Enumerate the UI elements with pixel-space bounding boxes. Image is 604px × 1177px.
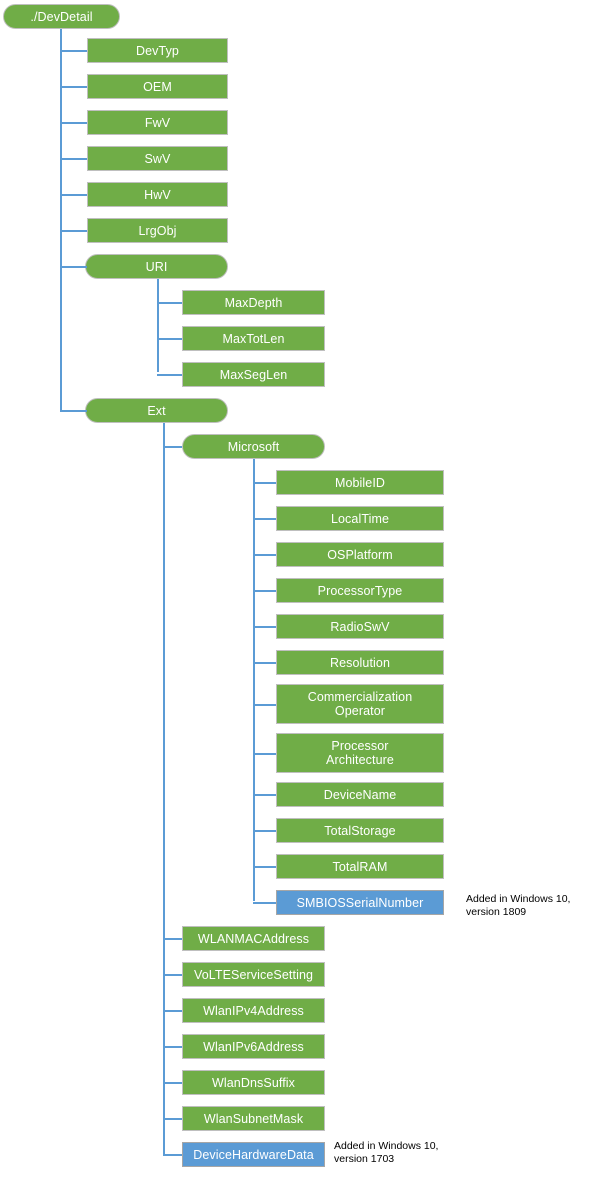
connector-wlanipv6address	[163, 1046, 182, 1048]
node-mobileid[interactable]: MobileID	[276, 470, 444, 495]
connector-uri	[60, 266, 87, 268]
node-wlansubnetmask[interactable]: WlanSubnetMask	[182, 1106, 325, 1131]
node-devicename[interactable]: DeviceName	[276, 782, 444, 807]
node-wlanipv6address[interactable]: WlanIPv6Address	[182, 1034, 325, 1059]
connector-maxtotlen	[157, 338, 182, 340]
connector-totalram	[253, 866, 276, 868]
connector-wlanmacaddress	[163, 938, 182, 940]
node-maxdepth[interactable]: MaxDepth	[182, 290, 325, 315]
connector-microsoft-trunk	[253, 459, 255, 901]
connector-wlanipv4address	[163, 1010, 182, 1012]
connector-mobileid	[253, 482, 276, 484]
connector-lrgobj	[60, 230, 87, 232]
connector-resolution	[253, 662, 276, 664]
connector-fwv	[60, 122, 87, 124]
connector-microsoft	[163, 446, 182, 448]
node-root-devdetail[interactable]: ./DevDetail	[3, 4, 120, 29]
annotation-devicehardwaredata: Added in Windows 10, version 1703	[334, 1140, 439, 1165]
node-voltesevicesetting[interactable]: VoLTEServiceSetting	[182, 962, 325, 987]
node-resolution[interactable]: Resolution	[276, 650, 444, 675]
connector-radioswv	[253, 626, 276, 628]
node-ext[interactable]: Ext	[85, 398, 228, 423]
node-fwv[interactable]: FwV	[87, 110, 228, 135]
connector-root-trunk	[60, 29, 62, 410]
node-uri[interactable]: URI	[85, 254, 228, 279]
connector-devtyp	[60, 50, 87, 52]
connector-voltesevicesetting	[163, 974, 182, 976]
connector-wlansubnetmask	[163, 1118, 182, 1120]
connector-uri-trunk	[157, 279, 159, 372]
node-smbiosserialnumber[interactable]: SMBIOSSerialNumber	[276, 890, 444, 915]
node-devicehardwaredata[interactable]: DeviceHardwareData	[182, 1142, 325, 1167]
connector-oem	[60, 86, 87, 88]
connector-ext	[60, 410, 87, 412]
node-devtyp[interactable]: DevTyp	[87, 38, 228, 63]
node-lrgobj[interactable]: LrgObj	[87, 218, 228, 243]
connector-devicename	[253, 794, 276, 796]
connector-hwv	[60, 194, 87, 196]
node-commercialization-operator[interactable]: Commercialization Operator	[276, 684, 444, 724]
node-totalstorage[interactable]: TotalStorage	[276, 818, 444, 843]
annotation-smbiosserialnumber: Added in Windows 10, version 1809	[466, 893, 571, 918]
node-microsoft[interactable]: Microsoft	[182, 434, 325, 459]
node-totalram[interactable]: TotalRAM	[276, 854, 444, 879]
connector-devicehardwaredata	[163, 1154, 182, 1156]
connector-maxseglen	[157, 374, 182, 376]
node-radioswv[interactable]: RadioSwV	[276, 614, 444, 639]
node-processor-architecture[interactable]: Processor Architecture	[276, 733, 444, 773]
connector-processor-architecture	[253, 753, 276, 755]
connector-wlandnssuffix	[163, 1082, 182, 1084]
node-wlanmacaddress[interactable]: WLANMACAddress	[182, 926, 325, 951]
node-processortype[interactable]: ProcessorType	[276, 578, 444, 603]
connector-localtime	[253, 518, 276, 520]
node-wlanipv4address[interactable]: WlanIPv4Address	[182, 998, 325, 1023]
connector-commercialization-operator	[253, 704, 276, 706]
node-oem[interactable]: OEM	[87, 74, 228, 99]
connector-processortype	[253, 590, 276, 592]
node-localtime[interactable]: LocalTime	[276, 506, 444, 531]
connector-totalstorage	[253, 830, 276, 832]
connector-osplatform	[253, 554, 276, 556]
connector-maxdepth	[157, 302, 182, 304]
node-osplatform[interactable]: OSPlatform	[276, 542, 444, 567]
node-maxseglen[interactable]: MaxSegLen	[182, 362, 325, 387]
node-swv[interactable]: SwV	[87, 146, 228, 171]
node-hwv[interactable]: HwV	[87, 182, 228, 207]
connector-smbiosserialnumber	[253, 902, 276, 904]
connector-ext-trunk	[163, 423, 165, 1156]
node-wlandnssuffix[interactable]: WlanDnsSuffix	[182, 1070, 325, 1095]
node-maxtotlen[interactable]: MaxTotLen	[182, 326, 325, 351]
connector-swv	[60, 158, 87, 160]
